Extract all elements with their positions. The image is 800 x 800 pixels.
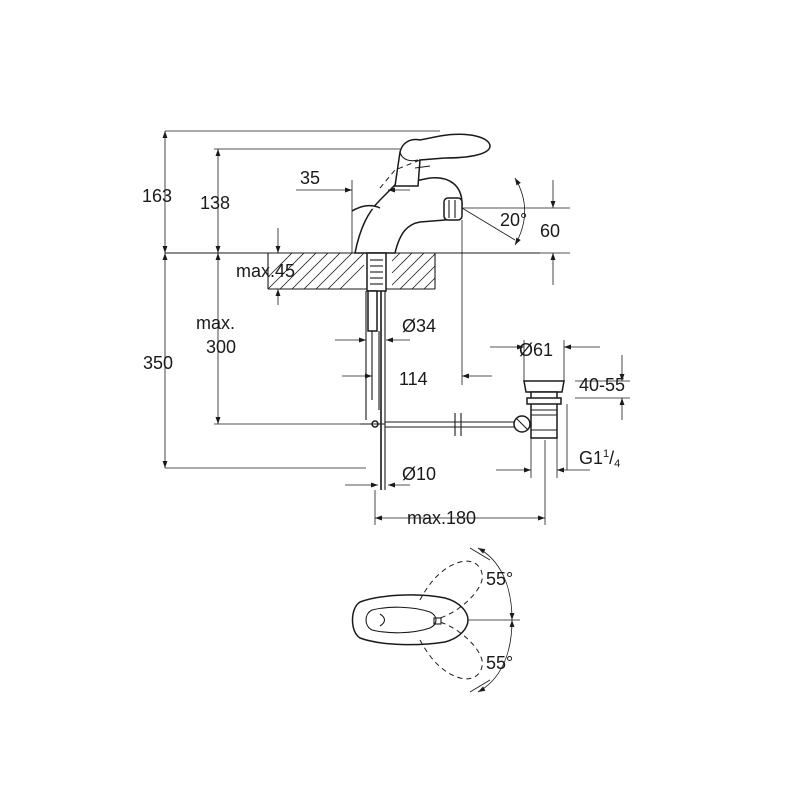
dim-114: 114 (399, 369, 428, 389)
dim-dia61: Ø61 (519, 340, 553, 360)
dim-35: 35 (300, 168, 320, 188)
angle-bottom-label: 55° (486, 653, 513, 673)
dim-dia10: Ø10 (402, 464, 436, 484)
dim-max180: max.180 (407, 508, 476, 528)
dim-20-deg: 20° (500, 210, 527, 230)
countertop-section (165, 252, 540, 290)
angle-labels: 55° 55° (486, 569, 513, 673)
dim-thread: G11/4 (579, 448, 620, 470)
waste-fitting (513, 380, 565, 439)
dim-dia34: Ø34 (402, 316, 436, 336)
countertop-hatching (267, 252, 436, 290)
dim-max300-line2: 300 (206, 337, 236, 357)
dim-60: 60 (540, 221, 560, 241)
dimension-labels: 163 138 35 20° 60 max.45 Ø34 max. 300 35… (142, 168, 625, 528)
dim-163: 163 (142, 186, 172, 206)
mounting-shank (360, 252, 387, 490)
dim-max45: max.45 (236, 261, 295, 281)
dim-138: 138 (200, 193, 230, 213)
dim-350: 350 (143, 353, 173, 373)
faucet-body (351, 133, 491, 254)
pop-up-rod (385, 413, 518, 436)
dim-max300-line1: max. (196, 313, 235, 333)
top-view (351, 547, 520, 693)
dim-40-55: 40-55 (579, 375, 625, 395)
angle-top-label: 55° (486, 569, 513, 589)
dimension-lines (162, 130, 630, 525)
